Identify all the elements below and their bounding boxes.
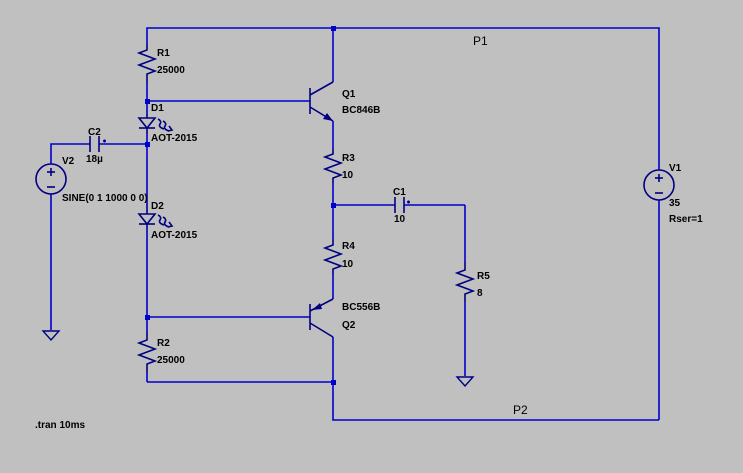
resistor-r1[interactable]: R1 25000 [136, 44, 185, 82]
ground-r5 [455, 376, 475, 388]
junction-dot [331, 26, 336, 31]
d2-ref: D2 [151, 201, 164, 212]
r4-ref: R4 [342, 241, 355, 252]
pnp-transistor-icon [309, 298, 334, 338]
junction-dot [145, 99, 150, 104]
net-label-p2: P2 [513, 403, 528, 417]
r4-value: 10 [342, 259, 354, 270]
d1-value: AOT-2015 [151, 133, 198, 144]
capacitor-icon [89, 136, 106, 152]
transistor-q1[interactable]: Q1 BC846B [309, 81, 380, 122]
wires [50, 27, 660, 421]
junction-dot [331, 203, 336, 208]
c2-ref: C2 [88, 127, 101, 138]
v2-ref: V2 [62, 156, 75, 167]
r3-value: 10 [342, 170, 354, 181]
r5-value: 8 [477, 288, 483, 299]
c1-value: 10 [394, 214, 406, 225]
q1-ref: Q1 [342, 89, 356, 100]
ground-icon [41, 330, 61, 342]
ground-left [41, 330, 61, 342]
voltage-source-v1[interactable]: V1 35 Rser=1 [643, 163, 703, 225]
junction-dot [331, 380, 336, 385]
npn-transistor-icon [309, 81, 334, 122]
voltage-source-icon [35, 163, 67, 195]
resistor-icon [322, 148, 344, 183]
capacitor-c1[interactable]: C1 10 [393, 187, 410, 225]
junctions [145, 26, 336, 385]
capacitor-icon [394, 197, 410, 213]
net-label-p1: P1 [473, 34, 488, 48]
resistor-r5[interactable]: R5 8 [454, 262, 490, 302]
resistor-icon [136, 332, 158, 372]
resistor-icon [136, 44, 158, 82]
r5-ref: R5 [477, 271, 490, 282]
diode-led-icon [137, 114, 174, 134]
v1-value: 35 [669, 198, 681, 209]
v2-value: SINE(0 1 1000 0 0) [62, 193, 148, 204]
voltage-source-icon [643, 169, 675, 201]
resistor-r2[interactable]: R2 25000 [136, 332, 185, 372]
r1-ref: R1 [157, 48, 170, 59]
d2-value: AOT-2015 [151, 230, 198, 241]
resistor-icon [322, 239, 344, 274]
r2-ref: R2 [157, 338, 170, 349]
v1-rser: Rser=1 [669, 214, 703, 225]
c1-ref: C1 [393, 187, 406, 198]
resistor-r3[interactable]: R3 10 [322, 148, 355, 183]
junction-dot [145, 142, 150, 147]
c2-value: 18µ [86, 154, 103, 165]
diode-led-icon [137, 205, 174, 228]
transistor-q2[interactable]: BC556B Q2 [309, 298, 380, 338]
voltage-source-v2[interactable]: V2 SINE(0 1 1000 0 0) [35, 156, 148, 204]
r3-ref: R3 [342, 153, 355, 164]
v1-ref: V1 [669, 163, 682, 174]
diode-d1[interactable]: D1 AOT-2015 [137, 103, 198, 144]
ground-icon [455, 376, 475, 388]
diode-d2[interactable]: D2 AOT-2015 [137, 201, 198, 241]
capacitor-c2[interactable]: C2 18µ [86, 127, 106, 165]
q1-value: BC846B [342, 105, 380, 116]
resistor-r4[interactable]: R4 10 [322, 239, 355, 274]
junction-dot [145, 315, 150, 320]
q2-value: BC556B [342, 302, 380, 313]
spice-directive[interactable]: .tran 10ms [35, 420, 85, 431]
d1-ref: D1 [151, 103, 164, 114]
q2-ref: Q2 [342, 320, 356, 331]
resistor-icon [454, 262, 476, 302]
r1-value: 25000 [157, 65, 185, 76]
r2-value: 25000 [157, 355, 185, 366]
